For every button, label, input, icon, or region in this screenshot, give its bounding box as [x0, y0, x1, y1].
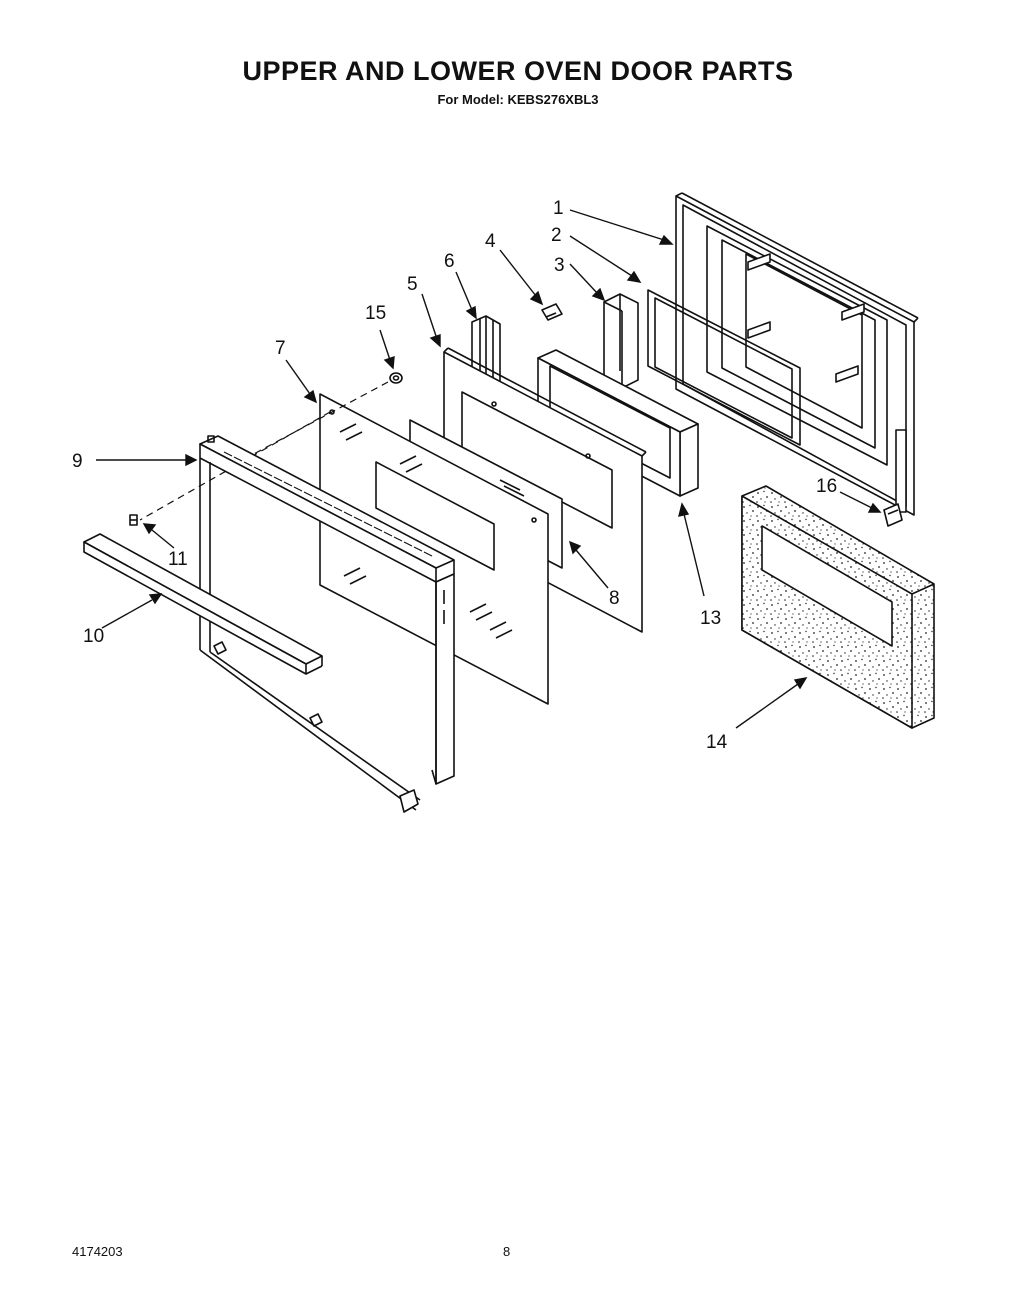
callout-7: 7	[275, 338, 286, 359]
callout-3: 3	[554, 255, 565, 276]
callout-16: 16	[816, 476, 837, 497]
callout-6: 6	[444, 251, 455, 272]
document-number: 4174203	[72, 1244, 123, 1259]
part-3-channel	[604, 294, 638, 388]
callout-2: 2	[551, 225, 562, 246]
part-14-insulation-pad	[742, 486, 934, 728]
part-11-screw	[130, 515, 137, 525]
callout-11: 11	[168, 549, 188, 570]
callout-8: 8	[609, 588, 620, 609]
part-13-insulation-box	[538, 350, 698, 496]
callout-14: 14	[706, 732, 728, 753]
page-title: UPPER AND LOWER OVEN DOOR PARTS	[242, 56, 794, 86]
model-subtitle: For Model: KEBS276XBL3	[437, 92, 599, 107]
part-15-grommet	[389, 372, 403, 384]
part-2-gasket	[648, 290, 800, 445]
callout-15: 15	[365, 303, 386, 324]
part-4-clip	[542, 304, 562, 320]
page-number: 8	[503, 1244, 511, 1259]
callout-10: 10	[83, 626, 104, 647]
callout-1: 1	[553, 198, 564, 219]
part-1-inner-door-panel	[676, 193, 918, 515]
part-10-trim-rail	[84, 534, 322, 674]
part-16-hinge-clip	[884, 504, 902, 526]
leader-arrows	[96, 210, 880, 728]
callout-5: 5	[407, 274, 418, 295]
callout-9: 9	[72, 451, 83, 472]
callout-4: 4	[485, 231, 496, 252]
part-9-door-frame	[200, 436, 454, 812]
callout-13: 13	[700, 608, 721, 629]
callout-labels: 1 2 3 4 5 6 7 8 9 10 11 13 14 15 16	[72, 198, 837, 753]
